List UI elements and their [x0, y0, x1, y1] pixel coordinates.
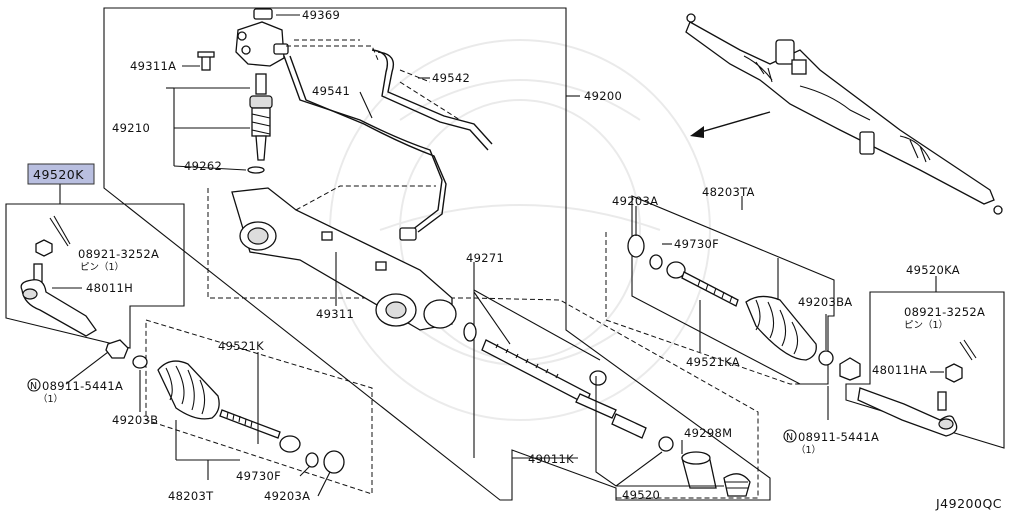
nut-left-top	[35, 215, 71, 257]
svg-text:N: N	[786, 432, 793, 443]
box-49520KA	[845, 276, 1005, 449]
label-49730F-bottom: 49730F	[236, 469, 281, 483]
label-49730F-top: 49730F	[674, 237, 719, 251]
label-49521K: 49521K	[218, 339, 264, 353]
nut-right	[945, 363, 963, 383]
box-49520K	[5, 184, 185, 349]
label-08921-3252A-left: 08921-3252A	[78, 247, 159, 261]
label-49520: 49520	[622, 488, 660, 502]
label-49203A-bottom: 49203A	[264, 489, 310, 503]
assembly-box-49200	[103, 7, 771, 501]
bushing-49520	[723, 473, 751, 497]
clamp-49203A-top	[627, 206, 645, 258]
label-49369: 49369	[302, 8, 340, 22]
seal-ring-49298M	[658, 436, 674, 452]
tie-rod-end-48011H	[20, 263, 97, 337]
label-49203B: 49203B	[112, 413, 158, 427]
label-49520KA: 49520KA	[906, 263, 960, 277]
label-08911-qty-right: （1）	[796, 444, 821, 456]
rack-housing-49311	[231, 185, 457, 331]
label-49311A: 49311A	[130, 59, 176, 73]
label-49271: 49271	[466, 251, 504, 265]
locknut-right	[827, 357, 861, 420]
label-49520K[interactable]: 49520K	[33, 167, 84, 182]
inner-tie-rod-49521KA	[666, 261, 739, 352]
label-49210: 49210	[112, 121, 150, 135]
label-48203TA: 48203TA	[702, 185, 755, 199]
bolt-49311A	[182, 51, 215, 71]
rack-bar-49271	[473, 262, 617, 458]
label-pin-qty-right: ピン（1）	[904, 319, 948, 331]
label-48011H: 48011H	[86, 281, 133, 295]
label-49521KA: 49521KA	[686, 355, 740, 369]
boot-48203TA	[745, 258, 817, 361]
bushing-49298M	[681, 440, 717, 489]
n-marker-right: N	[783, 429, 797, 443]
box-48203TA	[631, 195, 835, 385]
diagram-code: J49200QC	[935, 496, 1002, 511]
n-marker-left: N	[27, 378, 41, 392]
inner-tie-rod-49521K	[219, 352, 301, 453]
arrow-to-main	[690, 111, 771, 138]
svg-text:N: N	[30, 381, 37, 392]
hose-49542	[286, 39, 493, 151]
valve-housing	[235, 8, 300, 67]
tie-rod-end-48011HA	[857, 371, 958, 437]
label-49011K: 49011K	[528, 452, 574, 466]
clamp-49203B	[132, 355, 148, 412]
label-49298M: 49298M	[684, 426, 732, 440]
label-49203A-top: 49203A	[612, 194, 658, 208]
boot-48203T	[157, 360, 240, 480]
label-48011HA: 48011HA	[872, 363, 927, 377]
locknut-left	[65, 339, 129, 385]
seal-ring-left	[463, 322, 477, 342]
label-49542: 49542	[432, 71, 470, 85]
oring-49262	[173, 160, 265, 174]
hose-49541	[283, 55, 447, 241]
pinion-shaft-49210	[166, 73, 273, 161]
label-pin-qty-left: ピン（1）	[80, 261, 124, 273]
label-08911-qty-left: （1）	[38, 393, 63, 405]
clamp-49203BA	[818, 314, 834, 366]
cotter-pin-right	[959, 339, 977, 361]
clamp-49203A-bottom	[317, 450, 345, 497]
piston-sleeve	[611, 413, 647, 439]
label-08911-5441A-left: 08911-5441A	[42, 379, 123, 393]
label-49262: 49262	[184, 159, 222, 173]
label-49203BA: 49203BA	[798, 295, 852, 309]
highlight-49520K	[27, 163, 95, 185]
overview-steering-assembly	[685, 13, 1003, 215]
label-49311: 49311	[316, 307, 354, 321]
dashed-box-49521KA	[605, 232, 800, 385]
label-48203T: 48203T	[168, 489, 214, 503]
washer-49730F-top	[649, 243, 672, 270]
label-49200: 49200	[584, 89, 622, 103]
label-08921-3252A-right: 08921-3252A	[904, 305, 985, 319]
label-49541: 49541	[312, 84, 350, 98]
label-08911-5441A-right: 08911-5441A	[798, 430, 879, 444]
leader-49520	[595, 376, 724, 487]
washer-49730F-bottom	[299, 452, 319, 477]
seal-ring-right	[589, 370, 607, 386]
